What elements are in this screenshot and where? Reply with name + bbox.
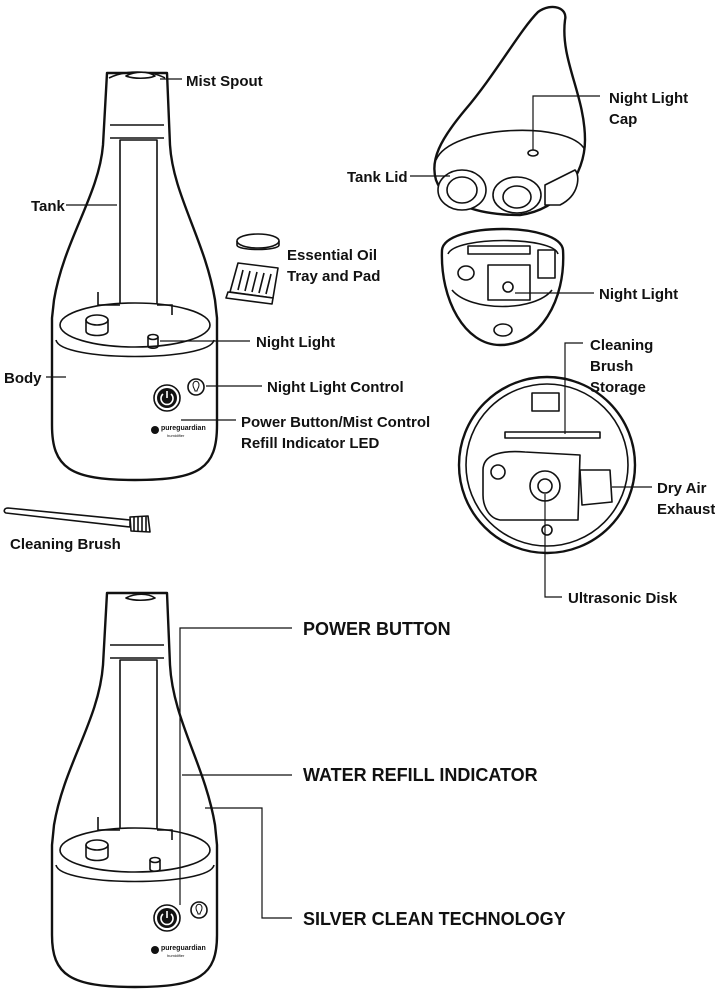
leader-silver-clean [205,807,292,919]
leader-lines [46,78,652,919]
base-bowl-rim [447,239,559,255]
brand-logo-icon: pureguardian humidifier [151,945,206,958]
label-night-light-control: Night Light Control [267,379,404,396]
label-water-refill: WATER REFILL INDICATOR [303,765,538,785]
oil-pad [236,233,280,249]
fill-cap-top-2 [85,839,109,851]
label-brush-storage-1: Cleaning [590,337,653,354]
brush-slot [467,245,531,255]
brand-tagline: humidifier [167,433,185,438]
base-knob [457,265,475,281]
oil-tray-lip [225,291,274,305]
fill-cap-side [85,320,109,337]
base-circle-inner [465,383,629,547]
label-night-light-cap-1: Night Light [609,90,688,107]
tank-lid-view [433,5,587,217]
tray-rail [97,292,173,315]
label-ultrasonic-disk: Ultrasonic Disk [568,590,678,607]
base-well [537,249,556,279]
label-tank: Tank [31,198,66,215]
base-top-edge-2 [55,864,215,883]
label-brush-storage-2: Brush [590,358,633,375]
tray-rail-2 [97,817,173,840]
power-icon[interactable] [153,904,181,932]
spout-opening [125,71,156,80]
leader-ultrasonic [544,494,562,598]
brush-storage-notch [531,392,560,412]
brand-name-2: pureguardian [161,945,206,952]
brush-head [129,515,151,533]
base-top-view [457,375,637,555]
lid-bracket [544,169,579,206]
inner-tube-2 [119,659,158,841]
label-body: Body [4,370,42,387]
label-dry-air-1: Dry Air [657,480,707,497]
base-night-light [502,281,514,293]
label-brush-storage-3: Storage [590,379,646,396]
night-light-cap [527,149,539,157]
spout-opening-2 [125,593,156,602]
label-night-light-cap-2: Cap [609,111,637,128]
inner-tube [119,139,158,316]
label-tank-lid: Tank Lid [347,169,408,186]
bulb-icon[interactable] [190,901,208,919]
leader-power-button [179,627,292,905]
night-light-stub [147,337,159,350]
essential-oil-tray [225,233,280,305]
label-power-mist-control: Power Button/Mist Control [241,414,430,431]
spout-band-2 [110,644,164,659]
label-essential-oil-1: Essential Oil [287,247,377,264]
label-power-button: POWER BUTTON [303,619,451,639]
fill-cap-top [85,314,109,326]
lid-ring-inner [446,176,478,204]
leader-brush-storage [564,342,583,434]
tank-cone-rim [435,129,586,161]
bulb-icon[interactable] [187,378,205,396]
humidifier-bottom-view: pureguardian humidifier [50,591,219,989]
night-light-stub-2 [149,860,161,873]
cleaning-brush [3,507,151,533]
label-night-light-right: Night Light [599,286,678,303]
label-silver-clean: SILVER CLEAN TECHNOLOGY [303,909,566,929]
label-night-light: Night Light [256,334,335,351]
brush-storage-slot [504,431,601,439]
dry-air-exhaust [579,469,613,506]
ultrasonic-disk-center [537,478,553,494]
spout-band [110,124,164,139]
base-open-view [440,227,565,347]
label-mist-spout: Mist Spout [186,73,263,90]
label-cleaning-brush: Cleaning Brush [10,536,121,553]
brand-tagline-2: humidifier [167,953,185,958]
base-rim-2 [59,827,211,873]
base-foot [493,323,513,337]
label-essential-oil-2: Tray and Pad [287,268,380,285]
oil-pad-edge [236,241,280,251]
tank-cone-outline [433,5,587,217]
power-icon[interactable] [153,384,181,412]
brand-name: pureguardian [161,425,206,432]
base-inner-floor [451,289,553,308]
fill-cap-side-2 [85,845,109,862]
night-light-stub-top-2 [149,856,161,864]
base-top-edge [55,339,215,358]
label-dry-air-2: Exhaust [657,501,715,518]
labels: Mist Spout Tank Essential Oil Tray and P… [4,73,715,929]
base-drain [541,524,553,536]
leader-night-light-cap [532,95,600,150]
humidifier-front-view: pureguardian humidifier [50,71,219,482]
label-refill-led: Refill Indicator LED [241,435,380,452]
base-disk-small [490,464,506,480]
oil-tray-slots [237,269,272,295]
night-light-stub-top [147,333,159,341]
brush-handle [3,507,131,528]
spout-stub-inner [502,185,532,209]
brush-bristles [133,516,147,532]
brand-logo-icon: pureguardian humidifier [151,425,206,438]
